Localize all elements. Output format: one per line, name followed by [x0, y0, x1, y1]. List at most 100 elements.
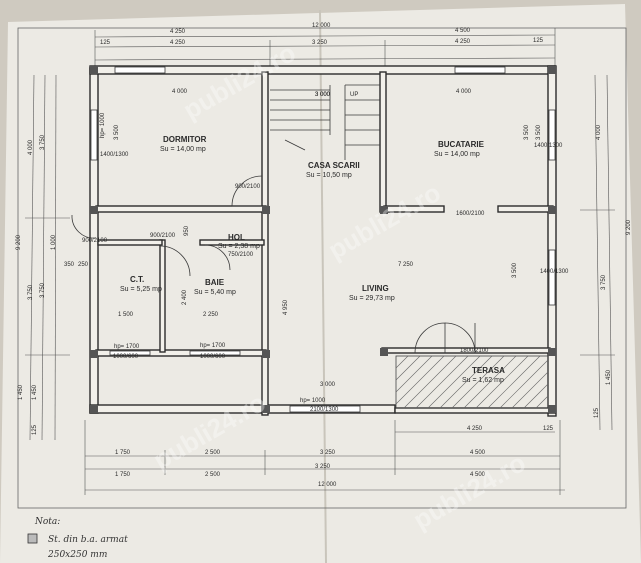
room-area-bucatarie: Su = 14,00 mp [434, 151, 480, 158]
interior-walls [95, 71, 554, 416]
opening-dormitor-door: 900/2100 [235, 184, 261, 190]
dim-bottom-3d: 4 500 [470, 472, 486, 478]
dim-int-3500c: 3 500 [512, 262, 518, 278]
dim-left-e: 1 450 [32, 384, 38, 400]
terrace-hatch [395, 355, 549, 409]
room-name-hol: HOL [228, 233, 245, 242]
dim-left-h: 350 [64, 262, 75, 268]
paper-fold [319, 9, 327, 563]
dim-int-2400: 2 400 [182, 289, 188, 305]
sill-height-baie-a: hp= 1700 [114, 344, 140, 350]
opening-baie-window: 1000/600 [200, 354, 226, 360]
room-area-living: Su = 29,73 mp [349, 295, 395, 302]
note-title: Nota: [34, 517, 60, 527]
dim-bottom-2d: 4 500 [470, 450, 486, 456]
room-area-casa-scarii: Su = 10,50 mp [306, 172, 352, 179]
room-name-casa-scarii: CASA SCARII [308, 161, 360, 170]
dim-top-total: 12 000 [312, 23, 331, 29]
column-legend-symbol [27, 533, 38, 544]
room-area-baie: Su = 5,40 mp [194, 289, 236, 296]
dim-inner-b: 3 000 [315, 92, 331, 98]
dim-left-j: 3 750 [40, 282, 46, 298]
dim-bottom-3b: 2 500 [205, 472, 221, 478]
dim-int-bucatarie-3500: 3 500 [524, 124, 530, 140]
dim-left-d: 1 450 [18, 384, 24, 400]
dim-left-b: 3 750 [40, 134, 46, 150]
dim-top-2d: 4 250 [455, 39, 471, 45]
opening-ct-window: 1000/600 [113, 354, 139, 360]
dim-bottom-2b: 2 500 [205, 450, 221, 456]
opening-bucatarie-window: 1400/1300 [534, 143, 563, 149]
staircase [270, 84, 380, 160]
dim-top-2a: 125 [100, 40, 111, 46]
dim-left-f: 125 [32, 424, 38, 435]
top-dimension-lines [94, 28, 556, 70]
dim-top-left: 4 250 [170, 29, 186, 35]
room-area-ct: Su = 5,25 mp [120, 286, 162, 293]
room-name-living: LIVING [362, 284, 389, 293]
opening-living-window-south: 2100/1300 [310, 407, 339, 413]
dim-right-a: 4 000 [596, 124, 602, 140]
dim-bottom-2c: 3 250 [320, 450, 336, 456]
dim-int-4950: 4 950 [283, 299, 289, 315]
room-area-hol: Su = 2,38 mp [218, 243, 260, 250]
dim-right-total: 9 200 [626, 219, 632, 235]
dim-int-3500b: 3 500 [536, 124, 542, 140]
room-name-ct: C.T. [130, 275, 144, 284]
dim-right-d: 125 [594, 407, 600, 418]
paper-sheet [0, 4, 641, 563]
room-name-terasa: TERASA [472, 366, 505, 375]
windows [90, 66, 556, 413]
opening-dormitor-window: 1400/1300 [100, 152, 129, 158]
opening-bucatarie-door: 1600/2100 [456, 211, 485, 217]
opening-baie-door: 750/2100 [228, 252, 254, 258]
dim-inner-a: 4 000 [172, 89, 188, 95]
note-line1: St. din b.a. armat [48, 535, 128, 545]
dim-left-total: 9 200 [16, 234, 22, 250]
dim-inner-c: 4 000 [456, 89, 472, 95]
opening-living-window: 1400/1300 [540, 269, 569, 275]
side-dimension-lines [25, 74, 615, 441]
stair-dim-3000: 3 000 [315, 92, 331, 98]
dim-top-2e: 125 [533, 38, 544, 44]
dim-bottom-3c: 3 250 [315, 464, 331, 470]
dim-int-7250: 7 250 [398, 262, 414, 268]
dim-bottom-2a: 1 750 [115, 450, 131, 456]
room-area-terasa: Su = 1,62 mp [462, 377, 504, 384]
dim-top-2b: 4 250 [170, 40, 186, 46]
opening-hol-door: 900/2100 [150, 233, 176, 239]
room-name-bucatarie: BUCATARIE [438, 140, 485, 149]
dim-int-2250: 2 250 [203, 312, 219, 318]
structural-columns [90, 66, 556, 413]
opening-terasa-door: 1800/2100 [460, 348, 489, 354]
dim-bottom-terrace: 4 250 [467, 426, 483, 432]
dim-right-c: 1 450 [606, 369, 612, 385]
dim-bottom-3a: 1 750 [115, 472, 131, 478]
room-area-dormitor: Su = 14,00 mp [160, 146, 206, 153]
dim-left-i: 250 [78, 262, 89, 268]
dim-left-g: 1 000 [51, 234, 57, 250]
room-name-dormitor: DORMITOR [163, 135, 207, 144]
dim-top-right: 4 500 [455, 28, 471, 34]
dim-int-950: 950 [184, 225, 190, 236]
sill-height-ct: hp= 1000 [100, 112, 106, 138]
opening-ct-door: 900/2100 [82, 238, 108, 244]
dim-int-3000: 3 000 [320, 382, 336, 388]
room-name-baie: BAIE [205, 278, 225, 287]
dim-left-a: 4 000 [28, 139, 34, 155]
drawing-frame [17, 27, 627, 509]
dim-bottom-terrace-b: 125 [543, 426, 554, 432]
sill-height-baie-b: hp= 1700 [200, 343, 226, 349]
note-line2: 250x250 mm [47, 550, 107, 560]
sill-height-living: hp= 1000 [300, 398, 326, 404]
dim-bottom-total: 12 000 [318, 482, 337, 488]
stair-up-label: UP [350, 92, 358, 98]
dim-int-3500a: 3 500 [114, 124, 120, 140]
dim-int-1500: 1 500 [118, 312, 134, 318]
dim-right-b: 3 750 [601, 274, 607, 290]
doors [71, 175, 476, 354]
dim-top-2c: 3 250 [312, 40, 328, 46]
bottom-dimension-lines [84, 420, 565, 495]
dim-left-c: 3 750 [28, 284, 34, 300]
